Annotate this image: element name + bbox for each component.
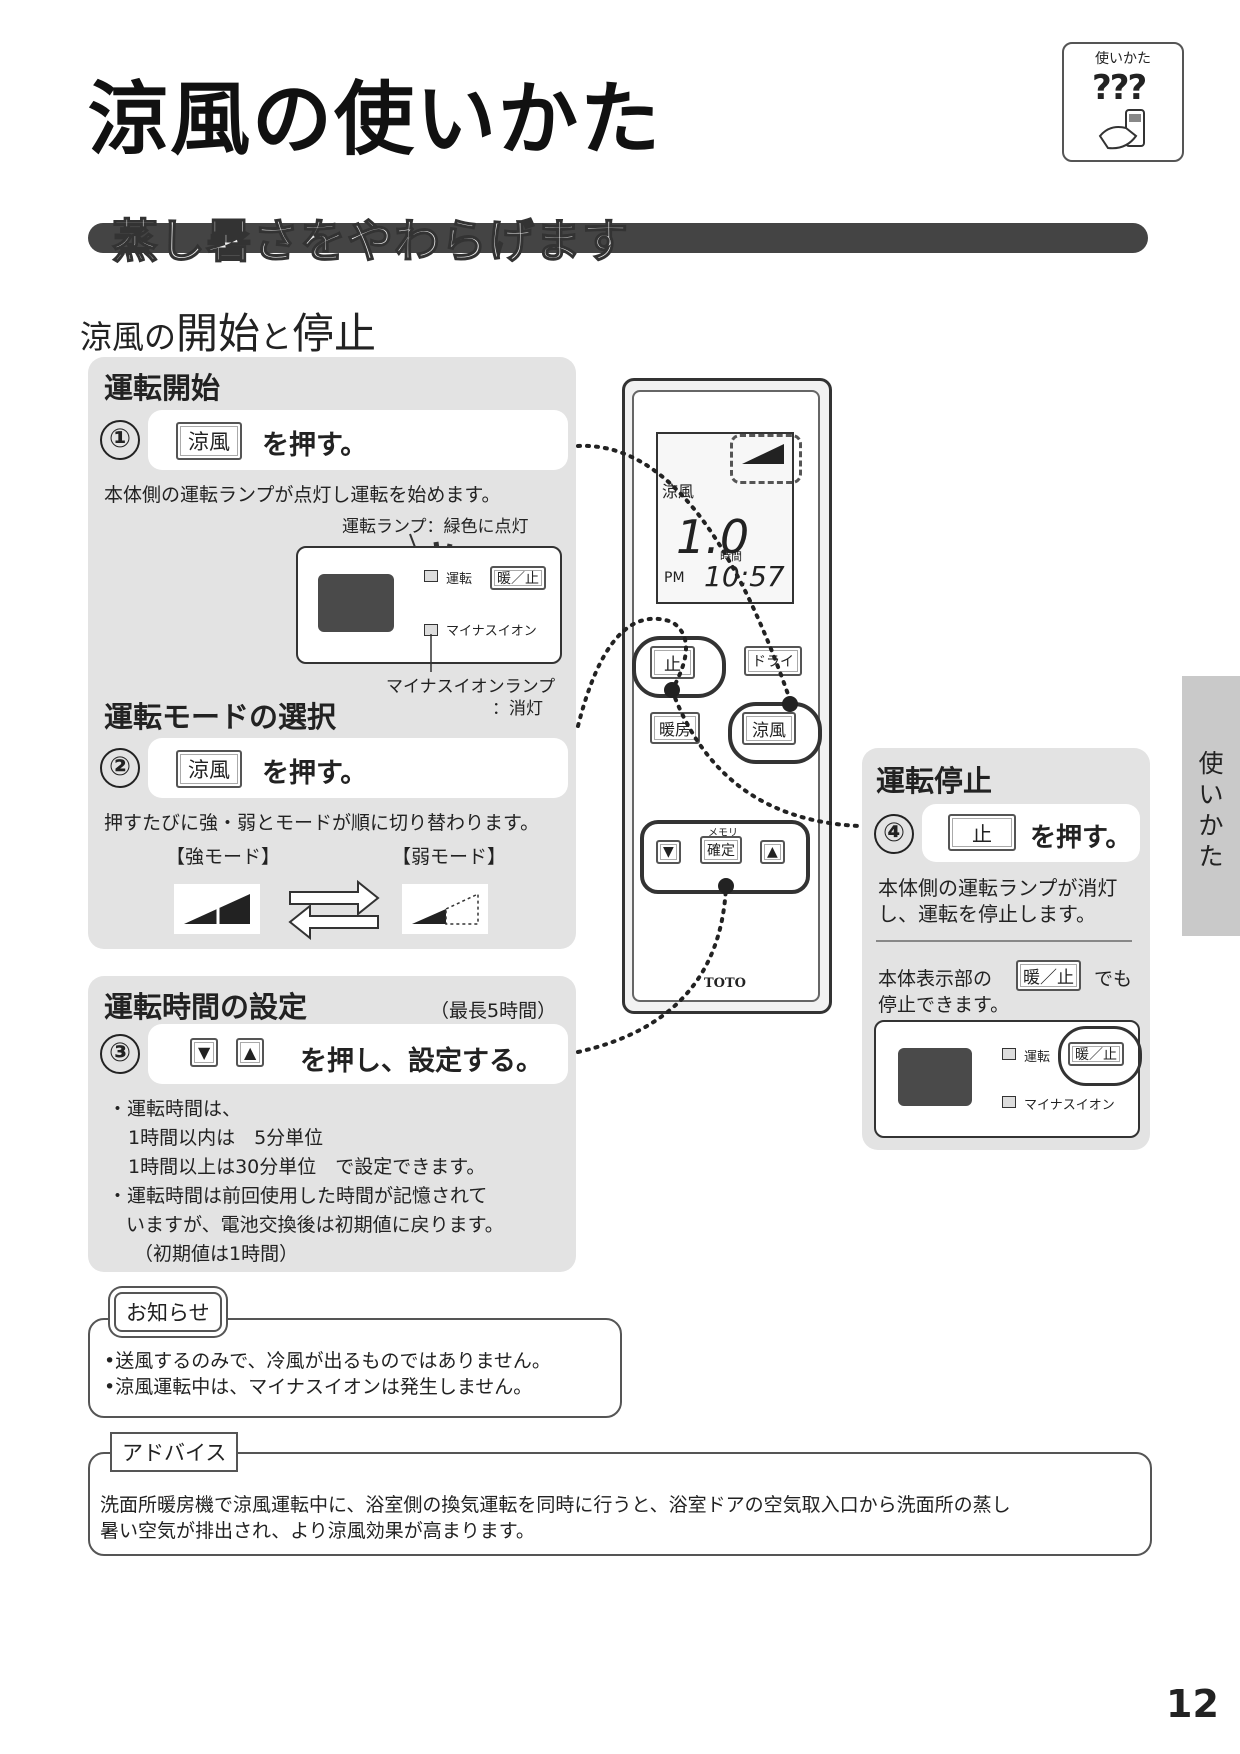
stop-alt-text: 停止できます。 (878, 994, 1010, 1016)
remote-memory-label: メモリ (708, 828, 738, 839)
down-key-icon: ▼ (190, 1038, 219, 1067)
remote-brand: TOTO (704, 976, 746, 991)
stop-title: 運転停止 (876, 764, 993, 798)
lcd-level-highlight (730, 434, 802, 484)
remote-up-button[interactable]: ▲ (760, 840, 785, 864)
up-key-icon: ▲ (236, 1038, 265, 1067)
ion-lamp-label: マイナスイオンランプ (386, 677, 556, 697)
remote-confirm-button[interactable]: 確定 (700, 836, 742, 864)
timer-note: ・運転時間は、 (108, 1098, 242, 1120)
lcd-mode: 涼風 (662, 482, 695, 501)
minus-ion-lamp (1002, 1096, 1016, 1108)
weak-mode-label: 【弱モード】 (392, 846, 507, 868)
remote-stop-button[interactable]: 止 (650, 646, 695, 679)
strong-mode-icon (174, 884, 260, 934)
weak-mode-icon (402, 884, 488, 934)
stop-alt-text: 本体表示部の (878, 968, 993, 990)
advice-line: 洗面所暖房機で涼風運転中に、浴室側の換気運転を同時に行うと、浴室ドアの空気取入口… (100, 1494, 1011, 1516)
step1-action: を押す。 (262, 430, 368, 461)
remote-cool-button[interactable]: 涼風 (742, 712, 796, 745)
step3-action: を押し、設定する。 (300, 1046, 543, 1077)
subheading-part: 停止 (292, 309, 377, 358)
start-desc: 本体側の運転ランプが点灯し運転を始めます。 (104, 484, 501, 506)
strong-mode-label: 【強モード】 (166, 846, 281, 868)
minus-ion-label: マイナスイオン (446, 624, 537, 639)
subheading-part: 開始 (176, 309, 261, 358)
lcd-ampm: PM (664, 570, 685, 586)
timer-note: 1時間以内は 5分単位 (128, 1127, 324, 1149)
step2-action: を押す。 (262, 758, 368, 789)
notice-tag: お知らせ (114, 1292, 222, 1332)
side-tab-char: た (1198, 842, 1224, 871)
stop-desc: 本体側の運転ランプが消灯 (878, 876, 1118, 900)
advice-box (88, 1452, 1152, 1556)
minus-ion-label: マイナスイオン (1024, 1098, 1115, 1113)
pointer-line (430, 634, 432, 672)
step3-number: ③ (100, 1034, 140, 1074)
side-tab: 使 い か た (1182, 676, 1240, 936)
remote-down-button[interactable]: ▼ (656, 840, 681, 864)
stop-button-highlight (632, 636, 726, 698)
subheading-part: と (260, 318, 293, 356)
unit-display-screen (318, 574, 394, 632)
page-title: 涼風の使いかた (88, 73, 662, 166)
subheading-part: 涼風の (80, 318, 177, 356)
heat-stop-key-icon: 暖／止 (1016, 960, 1081, 991)
heat-stop-key: 暖／止 (1068, 1042, 1124, 1066)
howto-badge: 使いかた ??? (1062, 42, 1184, 162)
notice-line: •送風するのみで、冷風が出るものではありません。 (104, 1350, 551, 1372)
unit-display-screen (898, 1048, 972, 1106)
subheading: 涼風の開始と停止 (80, 300, 376, 361)
banner-title: 蒸し暑さをやわらげます (111, 213, 629, 269)
advice-tag: アドバイス (110, 1432, 239, 1472)
heat-stop-highlight (1058, 1026, 1142, 1086)
run-lamp (1002, 1048, 1016, 1060)
toggle-arrows-icon (288, 879, 380, 940)
step2-number: ② (100, 748, 140, 788)
mode-desc: 押すたびに強・弱とモードが順に切り替わります。 (104, 812, 540, 834)
run-label: 運転 (446, 572, 473, 587)
lcd-clock: 10:57 (704, 560, 785, 593)
remote-dry-button[interactable]: ドライ (744, 646, 802, 676)
notice-line: •涼風運転中は、マイナスイオンは発生しません。 (104, 1376, 533, 1398)
page-number: 12 (1166, 1682, 1219, 1726)
divider (876, 940, 1132, 942)
remote-heat-button[interactable]: 暖房 (650, 712, 701, 744)
question-marks: ??? (1092, 68, 1147, 108)
stop-key-icon: 止 (948, 814, 1016, 851)
timer-title: 運転時間の設定 (104, 990, 308, 1024)
timer-note: ・運転時間は前回使用した時間が記憶されて (108, 1185, 488, 1207)
mode-title: 運転モードの選択 (104, 700, 337, 734)
notice-box (88, 1318, 622, 1418)
step4-number: ④ (874, 814, 914, 854)
timer-max-note: （最長5時間） (430, 1000, 557, 1022)
run-label: 運転 (1024, 1050, 1051, 1065)
start-title: 運転開始 (104, 371, 221, 405)
cool-key-icon: 涼風 (176, 750, 242, 788)
step4-action: を押す。 (1030, 823, 1132, 853)
timer-note: （初期値は1時間） (134, 1243, 299, 1265)
hand-remote-icon (1098, 109, 1145, 150)
heat-stop-key: 暖／止 (490, 566, 546, 590)
cool-key-icon: 涼風 (176, 422, 242, 460)
stop-alt-text: でも (1094, 968, 1133, 990)
side-tab-char: い (1198, 780, 1224, 809)
run-lamp (424, 570, 438, 582)
stop-desc: し、運転を停止します。 (878, 902, 1096, 926)
side-tab-char: か (1198, 811, 1224, 840)
cool-button-highlight (728, 702, 822, 764)
side-tab-char: 使 (1198, 749, 1224, 778)
timer-note: いますが、電池交換後は初期値に戻ります。 (126, 1214, 504, 1236)
timer-note: 1時間以上は30分単位 で設定できます。 (128, 1156, 486, 1178)
advice-line: 暑い空気が排出され、より涼風効果が高まります。 (100, 1520, 535, 1542)
ion-lamp-state: ：消灯 (492, 699, 543, 719)
step1-number: ① (100, 420, 140, 460)
lcd-level-icon (742, 444, 784, 464)
section-banner (88, 223, 1148, 253)
howto-badge-label: 使いかた (1095, 51, 1151, 67)
lamp-label: 運転ランプ：緑色に点灯 (342, 517, 529, 537)
